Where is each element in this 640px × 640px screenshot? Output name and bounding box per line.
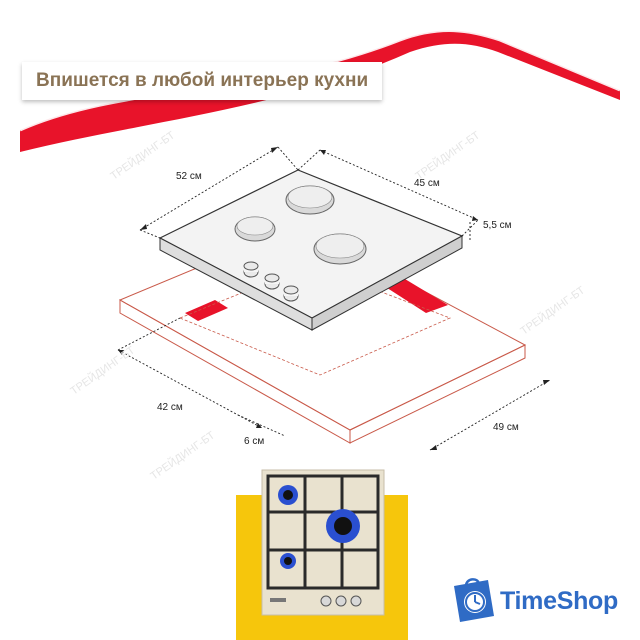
dimension-lines — [117, 146, 551, 451]
dim-gap-label: 6 см — [244, 436, 265, 447]
control-knobs — [243, 261, 299, 302]
dim-height-label: 5,5 см — [483, 220, 512, 231]
cutout-frame — [185, 276, 448, 321]
hob — [158, 169, 464, 331]
brand-name: TimeShop — [500, 586, 618, 615]
gas-hob-photo — [261, 469, 385, 616]
dim-width-label: 52 см — [176, 171, 202, 182]
dim-cutout-depth-label: 49 см — [493, 422, 519, 433]
dim-cutout-width-label: 42 см — [157, 402, 183, 413]
clock-bag-icon — [454, 578, 494, 622]
dim-depth-label: 45 см — [414, 178, 440, 189]
feature-title: Впишется в любой интерьер кухни — [22, 62, 383, 100]
timeshop-logo[interactable]: TimeShop — [448, 578, 618, 624]
